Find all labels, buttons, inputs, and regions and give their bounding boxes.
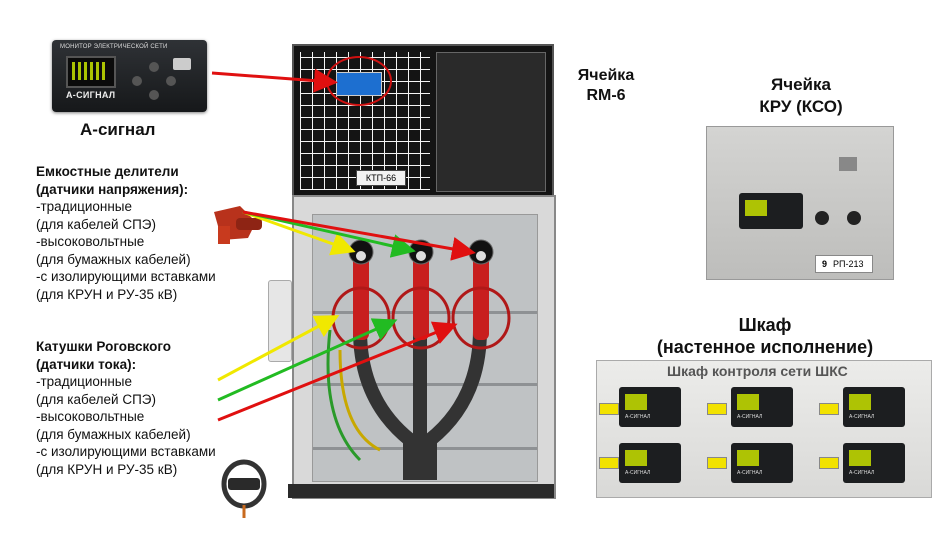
rm6-label-line1: Ячейка: [577, 67, 635, 84]
voltage-item: (для КРУН и РУ-35 кВ): [36, 286, 178, 302]
rogowski-coil-l3: [451, 286, 511, 350]
kru-label: Ячейка КРУ (КСО): [726, 74, 876, 118]
voltage-item: (для кабелей СПЭ): [36, 216, 156, 232]
cabinet-label-line1: Шкаф: [738, 315, 792, 335]
rogowski-coil-l2: [391, 286, 451, 350]
voltage-item: -с изолирующими вставками: [36, 269, 216, 284]
current-item: (для бумажных кабелей): [36, 426, 191, 442]
cabinet-label: Шкаф (настенное исполнение): [620, 314, 910, 358]
arrow-voltage-yellow: [242, 210, 356, 256]
kru-cell-photo: 9 РП-213: [706, 126, 894, 280]
arrow-monitor-to-cell: [211, 68, 338, 93]
usb-port-icon: [173, 58, 191, 70]
voltage-title-2: (датчики напряжения):: [36, 181, 189, 197]
rogowski-coil-icon: [221, 459, 267, 518]
arrow-current-green: [217, 318, 398, 402]
rm6-switch-panel: [436, 52, 546, 192]
current-title-1: Катушки Роговского: [36, 339, 172, 354]
voltage-item: (для бумажных кабелей): [36, 251, 191, 267]
cable-termination-l3: [473, 250, 489, 340]
current-title-2: (датчики тока):: [36, 356, 137, 372]
monitor-keypad: [132, 62, 176, 100]
a-signal-monitor-image: МОНИТОР ЭЛЕКТРИЧЕСКОЙ СЕТИ А-СИГНАЛ: [52, 40, 207, 112]
cable-black-3: [423, 329, 487, 480]
monitor-caption: А-сигнал: [80, 120, 156, 139]
current-sensors-block: Катушки Роговского (датчики тока): -трад…: [36, 338, 216, 478]
voltage-item: -высоковольтные: [36, 234, 145, 249]
voltage-title-1: Емкостные делители: [36, 164, 179, 179]
kru-plate-text: РП-213: [833, 259, 864, 269]
kpt-label: КТП-66: [356, 170, 406, 186]
cabinet-base: [288, 484, 554, 498]
arrow-voltage-red: [242, 210, 476, 261]
monitor-device-name: А-СИГНАЛ: [66, 90, 116, 100]
current-item: (для КРУН и РУ-35 кВ): [36, 461, 178, 477]
cable-termination-l2: [413, 250, 429, 340]
current-item: -традиционные: [36, 374, 133, 389]
current-item: -с изолирующими вставками: [36, 444, 216, 459]
cabinet-label-line2: (настенное исполнение): [656, 337, 874, 357]
kru-label-line1: Ячейка: [771, 75, 831, 94]
shks-photo-title: Шкаф контроля сети ШКС: [667, 363, 848, 379]
cable-termination-l1: [353, 250, 369, 340]
current-item: -высоковольтные: [36, 409, 145, 424]
arrow-current-red: [217, 321, 458, 422]
rm6-label: Ячейка RM-6: [566, 66, 646, 106]
shks-cabinet-photo: Шкаф контроля сети ШКС А-СИГНАЛ А-СИГНАЛ…: [596, 360, 932, 498]
kru-plate: 9 РП-213: [815, 255, 873, 273]
current-item: (для кабелей СПЭ): [36, 391, 156, 407]
monitor-header-text: МОНИТОР ЭЛЕКТРИЧЕСКОЙ СЕТИ: [60, 44, 168, 50]
capacitive-divider-icon: [214, 206, 262, 244]
rm6-label-line2: RM-6: [586, 87, 626, 104]
kru-plate-number: 9: [822, 259, 828, 269]
voltage-item: -традиционные: [36, 199, 133, 214]
kru-label-line2: КРУ (КСО): [759, 97, 843, 116]
arrow-current-yellow: [217, 315, 340, 382]
monitor-screen: [66, 56, 116, 88]
voltage-sensors-block: Емкостные делители (датчики напряжения):…: [36, 163, 216, 303]
